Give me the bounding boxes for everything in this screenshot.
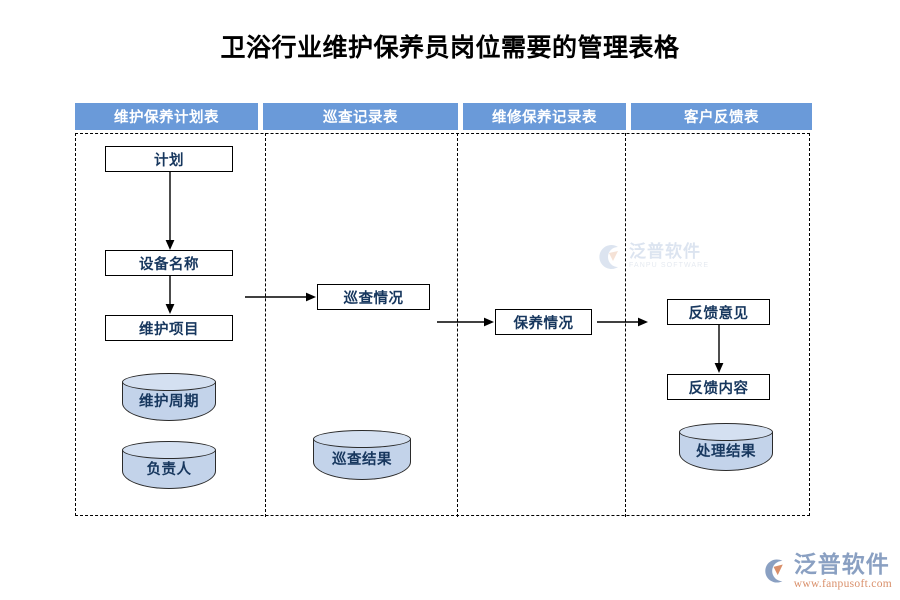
node-feedback-opinion[interactable]: 反馈意见	[667, 299, 770, 325]
column-header-plan[interactable]: 维护保养计划表	[75, 103, 258, 130]
node-inspection-result-label: 巡查结果	[332, 452, 392, 468]
lane-divider-1	[265, 133, 266, 517]
node-owner-label: 负责人	[146, 462, 192, 478]
node-maintenance-cycle[interactable]: 维护周期	[122, 373, 216, 421]
arrow-inspection-to-repair	[437, 317, 494, 327]
node-maintenance-status[interactable]: 保养情况	[495, 309, 592, 335]
cylinder-top	[679, 423, 773, 441]
swimlane-diagram: 维护保养计划表 巡查记录表 维修保养记录表 客户反馈表 计划 设备名称 维护项目…	[75, 103, 812, 517]
cylinder-top	[122, 441, 216, 459]
lane-divider-3	[625, 133, 626, 517]
brand-name: 泛普软件	[793, 550, 890, 577]
brand-url: www.fanpusoft.com	[793, 577, 892, 590]
node-inspection-result[interactable]: 巡查结果	[313, 430, 411, 480]
arrow-opinion-to-content	[714, 325, 724, 373]
column-header-inspection[interactable]: 巡查记录表	[263, 103, 458, 130]
node-owner[interactable]: 负责人	[122, 441, 216, 489]
node-feedback-content[interactable]: 反馈内容	[667, 374, 770, 400]
arrow-repair-to-feedback	[597, 317, 648, 327]
arrow-plan-to-equipment	[165, 172, 175, 250]
node-maintenance-item[interactable]: 维护项目	[105, 315, 233, 341]
fanpu-brand-icon	[765, 559, 783, 583]
column-header-feedback[interactable]: 客户反馈表	[631, 103, 812, 130]
brand-text: 泛普软件 www.fanpusoft.com	[793, 550, 892, 591]
node-inspection-status[interactable]: 巡查情况	[317, 284, 430, 310]
column-header-row: 维护保养计划表 巡查记录表 维修保养记录表 客户反馈表	[75, 103, 812, 130]
brand-logo: 泛普软件 www.fanpusoft.com	[762, 548, 892, 594]
node-maintenance-cycle-label: 维护周期	[139, 394, 199, 410]
node-plan[interactable]: 计划	[105, 146, 233, 172]
swimlane-container	[75, 133, 810, 516]
node-equipment-name[interactable]: 设备名称	[105, 250, 233, 276]
arrow-equipment-to-item	[165, 276, 175, 314]
column-header-repair[interactable]: 维修保养记录表	[463, 103, 626, 130]
lane-divider-2	[457, 133, 458, 517]
node-process-result[interactable]: 处理结果	[679, 423, 773, 471]
page-title: 卫浴行业维护保养员岗位需要的管理表格	[220, 34, 680, 62]
cylinder-top	[313, 430, 411, 448]
node-process-result-label: 处理结果	[696, 444, 756, 460]
arrow-plan-to-inspection	[245, 292, 316, 302]
cylinder-top	[122, 373, 216, 391]
